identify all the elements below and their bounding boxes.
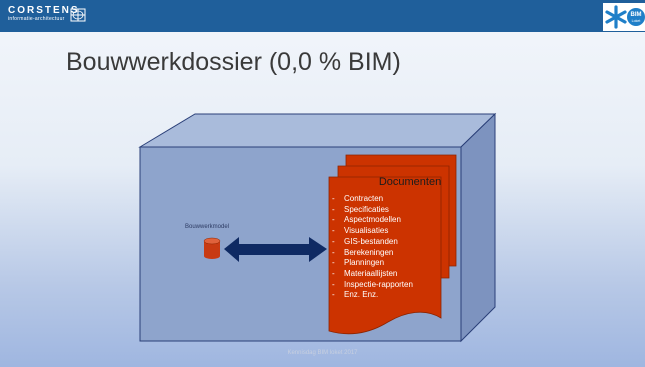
document-item: -Materiaallijsten (332, 268, 398, 278)
box-top-face (138, 113, 497, 148)
document-item: -Aspectmodellen (332, 215, 401, 225)
document-list: -Contracten -Specificaties -Aspectmodell… (332, 194, 413, 301)
document-item: -Visualisaties (332, 226, 389, 236)
slide-title: Bouwwerkdossier (0,0 % BIM) (66, 48, 401, 76)
logo-main-text: CORSTENS (8, 5, 80, 16)
double-arrow-icon (224, 237, 327, 262)
document-item: -Inspectie-rapporten (332, 279, 413, 289)
document-item: -GIS-bestanden (332, 236, 398, 246)
bim-badge-text-2: Loket (632, 19, 641, 23)
documenten-title: Documenten (378, 176, 442, 188)
logo-sub-text: informatie-architectuur (8, 16, 65, 22)
cylinder-icon (203, 237, 221, 259)
document-item: -Planningen (332, 258, 385, 268)
document-item: -Enz. Enz. (332, 290, 379, 300)
box-side-face (460, 112, 496, 343)
bim-badge-text-1: BIM (631, 12, 642, 18)
footer-text: Kennisdag BIM loket 2017 (287, 350, 358, 356)
document-item: -Specificaties (332, 204, 389, 214)
bouwwerkmodel-label: Bouwwerkmodel (185, 224, 230, 230)
corstens-logo: CORSTENS informatie-architectuur (8, 6, 80, 23)
grid-icon (70, 8, 86, 22)
document-page-front (328, 176, 442, 335)
document-item: -Contracten (332, 194, 384, 203)
document-item: -Berekeningen (332, 247, 394, 257)
bim-loket-logo: BIM Loket (603, 3, 645, 31)
asterisk-icon: BIM Loket (605, 5, 645, 29)
header-bar: CORSTENS informatie-architectuur BIM Lok… (0, 0, 645, 32)
